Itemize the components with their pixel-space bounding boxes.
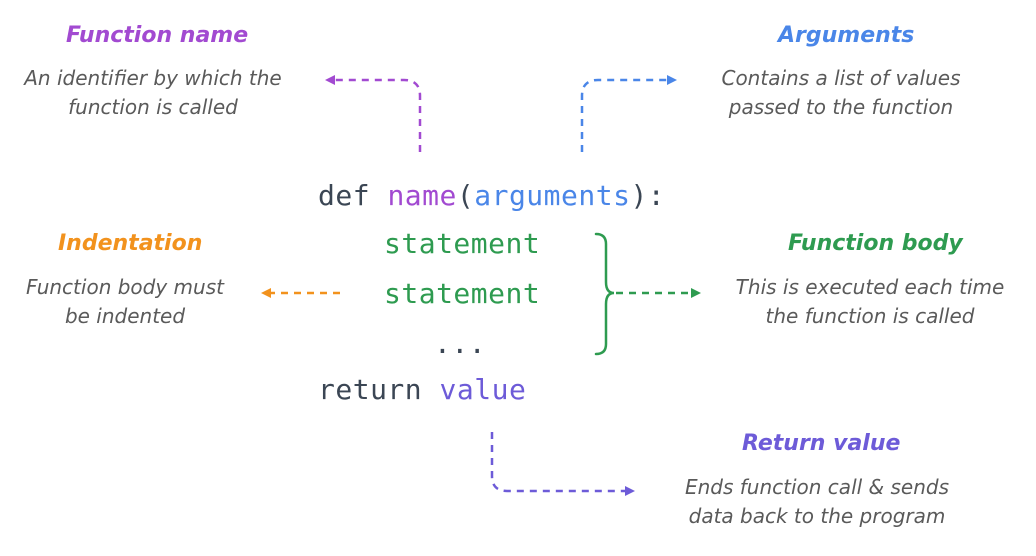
code-return-value: value (439, 373, 527, 406)
function-body-brace (594, 232, 615, 356)
function-name-description: An identifier by which the function is c… (18, 64, 288, 122)
return-value-desc-line2: data back to the program (688, 504, 946, 528)
return-value-title: Return value (742, 431, 901, 456)
indentation-desc-line2: be indented (64, 304, 186, 328)
function-body-desc-line2: the function is called (765, 304, 975, 328)
code-statement-2: statement (384, 277, 541, 310)
code-return-line: return value (318, 372, 526, 408)
return-value-description: Ends function call & sends data back to … (672, 473, 962, 531)
code-def-line: def name(arguments): (318, 178, 665, 214)
function-name-connector (325, 75, 422, 152)
function-name-desc-line1: An identifier by which the (24, 66, 282, 90)
indentation-description: Function body must be indented (12, 273, 238, 331)
function-name-desc-line2: function is called (68, 95, 238, 119)
code-function-name: name (387, 179, 457, 212)
arguments-connector (580, 75, 677, 152)
function-body-desc-line1: This is executed each time (735, 275, 1005, 299)
code-statement-1: statement (384, 227, 541, 260)
function-body-title: Function body (788, 231, 963, 256)
code-arguments: arguments (474, 179, 631, 212)
arguments-desc-line1: Contains a list of values (721, 66, 961, 90)
function-name-title: Function name (66, 23, 249, 48)
code-close-paren: ): (630, 179, 666, 212)
arguments-description: Contains a list of values passed to the … (706, 64, 976, 122)
code-open-paren: ( (456, 179, 475, 212)
indentation-desc-line1: Function body must (26, 275, 224, 299)
code-return-keyword: return (318, 373, 440, 406)
return-value-desc-line1: Ends function call & sends (684, 475, 950, 499)
arguments-desc-line2: passed to the function (728, 95, 954, 119)
indentation-title: Indentation (58, 231, 203, 256)
function-body-description: This is executed each time the function … (722, 273, 1018, 331)
return-value-connector (490, 432, 635, 496)
code-def-keyword: def (318, 179, 388, 212)
arguments-title: Arguments (778, 23, 915, 48)
code-ellipsis: ... (434, 327, 487, 360)
